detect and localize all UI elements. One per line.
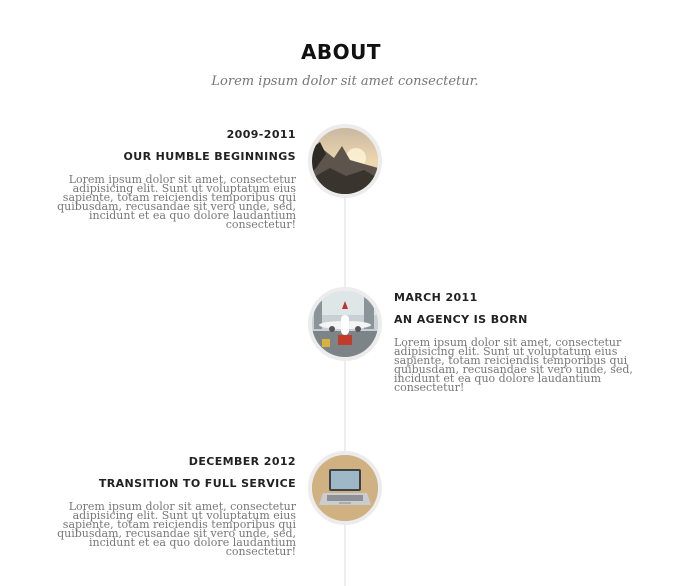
timeline-body: Lorem ipsum dolor sit amet, consectetur … (57, 173, 296, 231)
timeline-item-text: MARCH 2011 AN AGENCY IS BORN Lorem ipsum… (394, 291, 634, 394)
timeline-date: 2009-2011 (226, 128, 296, 141)
timeline-date: DECEMBER 2012 (188, 455, 296, 468)
mountain-sunset-photo (308, 124, 382, 198)
timeline-item-text: 2009-2011 OUR HUMBLE BEGINNINGS Lorem ip… (56, 128, 296, 231)
timeline-date: MARCH 2011 (394, 291, 478, 304)
laptop-photo (308, 451, 382, 525)
airplane-photo (308, 287, 382, 361)
timeline-heading: TRANSITION TO FULL SERVICE (98, 477, 296, 490)
timeline-item-text: DECEMBER 2012 TRANSITION TO FULL SERVICE… (56, 455, 296, 558)
timeline-body: Lorem ipsum dolor sit amet, consectetur … (57, 500, 296, 558)
section-title: ABOUT (300, 40, 382, 64)
section-subtitle: Lorem ipsum dolor sit amet consectetur. (211, 74, 479, 89)
timeline-body: Lorem ipsum dolor sit amet, consectetur … (394, 336, 633, 394)
timeline-heading: OUR HUMBLE BEGINNINGS (123, 150, 296, 163)
timeline-heading: AN AGENCY IS BORN (394, 313, 528, 326)
timeline-line (344, 190, 346, 586)
